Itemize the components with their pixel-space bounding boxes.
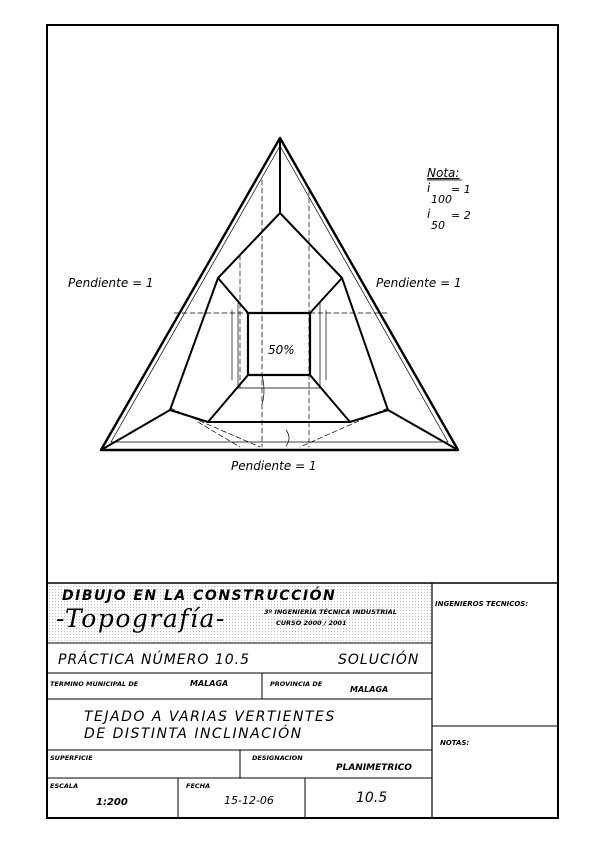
province-value: MALAGA [350, 685, 388, 694]
note-line1-value: = 1 [451, 183, 471, 196]
notes-label: NOTAS: [440, 739, 469, 747]
slope-note: Nota: i 100 = 1 i 50 = 2 [427, 166, 471, 232]
scale-label: ESCALA [50, 782, 78, 790]
note-line1-sub: 100 [431, 193, 452, 206]
roof-outline [99, 136, 460, 452]
slope-label-bottom: Pendiente = 1 [231, 459, 317, 473]
eaves-ring [169, 212, 389, 423]
drawing-title-line2: DE DISTINTA INCLINACIÓN [84, 724, 303, 742]
solution-label: SOLUCIÓN [338, 650, 419, 668]
flat-roof-square [246, 311, 312, 377]
degree-label: 3º INGENIERÍA TÉCNICA INDUSTRIAL [264, 607, 397, 616]
note-line1-base: i [427, 181, 431, 195]
designation-value: PLANIMETRICO [336, 763, 412, 773]
center-percentage-label: 50% [268, 343, 295, 357]
date-value: 15-12-06 [224, 794, 274, 807]
scale-value: 1:200 [96, 797, 128, 808]
municipality-value: MALAGA [190, 679, 228, 688]
engineers-label: INGENIEROS TECNICOS: [435, 600, 528, 608]
subject-title: -Topografía- [56, 604, 226, 633]
sheet-frame [46, 24, 559, 819]
note-line2-value: = 2 [451, 209, 471, 222]
slope-label-left: Pendiente = 1 [68, 276, 154, 290]
province-label: PROVINCIA DE [270, 680, 323, 688]
surface-label: SUPERFICIE [50, 754, 93, 762]
detail-curve-1 [261, 374, 265, 405]
title-header-shading [48, 583, 432, 643]
sheet-number: 10.5 [356, 790, 387, 806]
note-title: Nota: [427, 166, 459, 180]
designation-label: DESIGNACION [252, 754, 303, 762]
slope-label-right: Pendiente = 1 [376, 276, 462, 290]
drawing-title-line1: TEJADO A VARIAS VERTIENTES [84, 709, 336, 725]
construction-lines [110, 145, 449, 443]
detail-curve-2 [285, 429, 290, 447]
practice-number: PRÁCTICA NÚMERO 10.5 [58, 650, 250, 668]
note-line2-sub: 50 [431, 219, 445, 232]
note-line2-base: i [427, 207, 431, 221]
title-block: DIBUJO EN LA CONSTRUCCIÓN -Topografía- 3… [47, 582, 558, 818]
course-title: DIBUJO EN LA CONSTRUCCIÓN [62, 586, 336, 604]
municipality-label: TERMINO MUNICIPAL DE [50, 680, 139, 688]
roof-plan [99, 136, 460, 452]
hip-lines [100, 137, 459, 451]
date-label: FECHA [186, 782, 210, 790]
year-label: CURSO 2000 / 2001 [276, 619, 347, 627]
